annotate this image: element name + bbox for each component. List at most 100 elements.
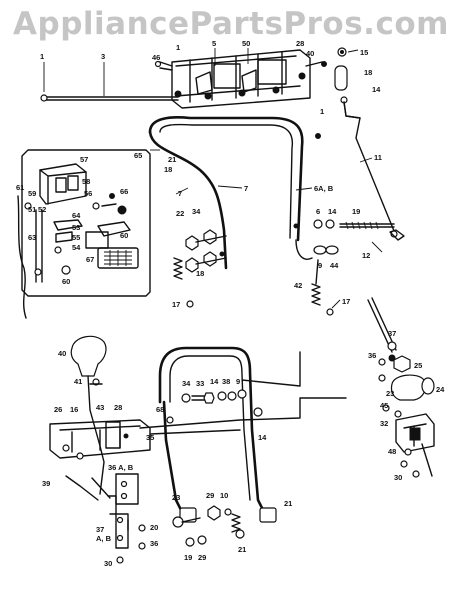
callout-7: 7 xyxy=(178,189,182,198)
callout-21: 21 xyxy=(168,155,176,164)
callout-67: 67 xyxy=(86,255,94,264)
springs xyxy=(173,257,334,316)
callout-54: 54 xyxy=(72,243,81,252)
callout-14c: 14 xyxy=(210,377,219,386)
callout-28: 28 xyxy=(296,39,304,48)
upper-handle xyxy=(148,116,321,270)
control-bracket-assembly xyxy=(154,48,327,109)
shift-plate-assembly xyxy=(49,397,347,564)
handle-bolts xyxy=(166,389,263,424)
callout-6: 6 xyxy=(316,207,320,216)
callout-34: 34 xyxy=(192,207,201,216)
callout-46: 46 xyxy=(152,53,160,62)
callout-23b: 23 xyxy=(172,493,180,502)
callout-32: 32 xyxy=(380,419,388,428)
callout-19b: 19 xyxy=(184,553,192,562)
callout-36ab: 36 A, B xyxy=(108,463,134,472)
callout-22: 22 xyxy=(176,209,184,218)
shift-lever xyxy=(70,335,107,495)
callout-21c: 21 xyxy=(238,545,246,554)
callout-40b: 40 xyxy=(58,349,66,358)
callout-10: 10 xyxy=(220,491,228,500)
callout-15: 15 xyxy=(360,48,368,57)
chute-crank-assembly xyxy=(367,297,435,478)
callout-29: 29 xyxy=(206,491,214,500)
knob-and-sleeve xyxy=(334,47,359,104)
callout-18: 18 xyxy=(364,68,372,77)
callout-53: 53 xyxy=(72,223,80,232)
callout-35: 35 xyxy=(146,433,154,442)
callout-1: 1 xyxy=(40,52,44,61)
callout-18c: 18 xyxy=(196,269,204,278)
callout-23: 23 xyxy=(386,389,394,398)
lower-handle xyxy=(158,346,301,523)
callout-25: 25 xyxy=(414,361,422,370)
callout-29b: 29 xyxy=(198,553,206,562)
callout-18b: 18 xyxy=(164,165,172,174)
leader-lines xyxy=(175,157,383,309)
callout-33: 33 xyxy=(196,379,204,388)
callout-30: 30 xyxy=(394,473,402,482)
callout-38: 38 xyxy=(222,377,230,386)
callout-17: 17 xyxy=(342,297,350,306)
callout-21b: 21 xyxy=(284,499,292,508)
callout-11: 11 xyxy=(374,153,382,162)
callout-6ab: 6A, B xyxy=(314,184,334,193)
callout-5: 5 xyxy=(212,39,216,48)
callout-63: 63 xyxy=(28,233,36,242)
callout-51: 51 xyxy=(28,205,36,214)
callout-16: 16 xyxy=(70,405,78,414)
callout-12: 12 xyxy=(362,251,370,260)
callout-68: 68 xyxy=(156,405,164,414)
callout-34b: 34 xyxy=(182,379,191,388)
callout-59: 59 xyxy=(28,189,36,198)
callout-ab: A, B xyxy=(96,534,112,543)
callout-7b: 7 xyxy=(244,184,248,193)
callout-52: 52 xyxy=(38,205,46,214)
callout-39: 39 xyxy=(42,479,50,488)
callout-1c: 1 xyxy=(320,107,324,116)
adjust-rod xyxy=(313,219,405,255)
callout-24: 24 xyxy=(436,385,445,394)
callout-56: 56 xyxy=(84,189,92,198)
electric-start-inset xyxy=(17,149,160,319)
callout-60b: 60 xyxy=(120,231,128,240)
callout-14d: 14 xyxy=(258,433,267,442)
callout-20: 20 xyxy=(150,523,158,532)
callout-64: 64 xyxy=(72,211,81,220)
callout-66: 66 xyxy=(120,187,128,196)
callout-28b: 28 xyxy=(114,403,122,412)
callout-14b: 14 xyxy=(328,207,337,216)
callout-37b: 37 xyxy=(96,525,104,534)
callout-60: 60 xyxy=(62,277,70,286)
callout-9b: 9 xyxy=(236,377,240,386)
callout-58: 58 xyxy=(82,177,90,186)
shift-rod xyxy=(40,62,179,102)
callout-41: 41 xyxy=(74,377,82,386)
callout-65: 65 xyxy=(134,151,142,160)
callout-45: 45 xyxy=(380,401,388,410)
callout-57: 57 xyxy=(80,155,88,164)
callout-61: 61 xyxy=(16,183,24,192)
callout-37: 37 xyxy=(388,329,396,338)
callout-55: 55 xyxy=(72,233,80,242)
callout-40: 40 xyxy=(306,49,314,58)
callout-36b: 36 xyxy=(150,539,158,548)
callout-30b: 30 xyxy=(104,559,112,568)
callout-19: 19 xyxy=(352,207,360,216)
hardware-stack xyxy=(185,229,227,273)
callout-9: 9 xyxy=(318,261,322,270)
callout-42: 42 xyxy=(294,281,302,290)
callout-labels: 1 3 1 46 5 50 28 40 15 18 14 1 11 21 18 … xyxy=(16,39,445,568)
callout-43: 43 xyxy=(96,403,104,412)
callout-1b: 1 xyxy=(176,43,180,52)
callout-14: 14 xyxy=(372,85,381,94)
callout-48: 48 xyxy=(388,447,396,456)
callout-3: 3 xyxy=(101,52,105,61)
callout-50: 50 xyxy=(242,39,250,48)
callout-26: 26 xyxy=(54,405,62,414)
callout-36: 36 xyxy=(368,351,376,360)
callout-44: 44 xyxy=(330,261,339,270)
